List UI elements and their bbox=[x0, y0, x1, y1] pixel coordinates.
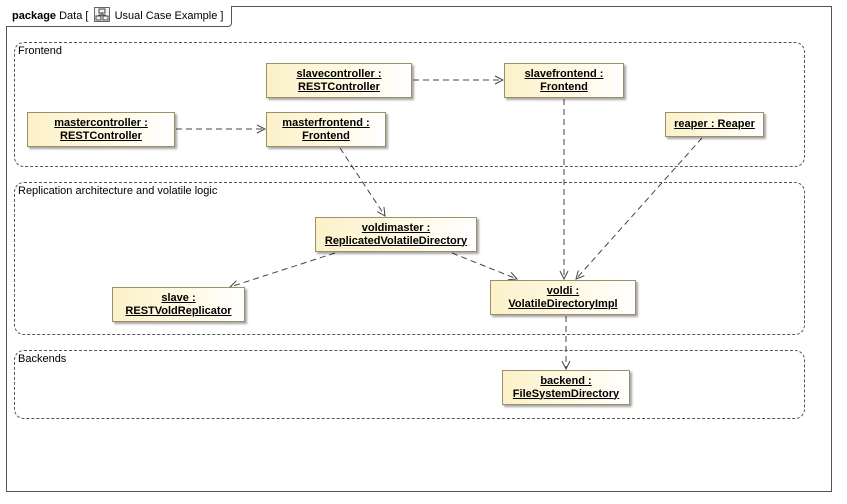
node-voldi-type: VolatileDirectoryImpl bbox=[508, 297, 618, 310]
region-backends-label: Backends bbox=[18, 353, 67, 365]
node-slave-name: slave : bbox=[161, 291, 196, 304]
node-voldimaster-name: voldimaster : bbox=[361, 221, 431, 234]
node-slave[interactable]: slave : RESTVoldReplicator bbox=[112, 287, 245, 322]
node-voldi-name: voldi : bbox=[546, 284, 580, 297]
node-slavecontroller-name: slavecontroller : bbox=[296, 67, 382, 80]
edge-masterfrontend-to-voldimaster bbox=[339, 147, 385, 216]
node-mastercontroller-type: RESTController bbox=[60, 129, 142, 142]
node-slavefrontend[interactable]: slavefrontend : Frontend bbox=[504, 63, 624, 98]
region-backends bbox=[14, 350, 805, 419]
node-masterfrontend[interactable]: masterfrontend : Frontend bbox=[266, 112, 386, 147]
node-voldimaster[interactable]: voldimaster : ReplicatedVolatileDirector… bbox=[315, 217, 477, 252]
region-frontend-label: Frontend bbox=[18, 45, 63, 57]
node-backend-type: FileSystemDirectory bbox=[512, 387, 620, 400]
node-masterfrontend-type: Frontend bbox=[302, 129, 350, 142]
class-diagram-icon bbox=[93, 7, 110, 22]
package-name: Data bbox=[59, 10, 83, 22]
node-mastercontroller[interactable]: mastercontroller : RESTController bbox=[27, 112, 175, 147]
region-replication bbox=[14, 182, 805, 335]
node-masterfrontend-name: masterfrontend : bbox=[282, 116, 370, 129]
edge-reaper-to-voldi bbox=[576, 137, 703, 279]
node-slave-type: RESTVoldReplicator bbox=[125, 304, 232, 317]
node-slavefrontend-type: Frontend bbox=[540, 80, 588, 93]
node-backend[interactable]: backend : FileSystemDirectory bbox=[502, 370, 630, 405]
node-slavecontroller-type: RESTController bbox=[298, 80, 380, 93]
node-reaper-name: reaper : Reaper bbox=[674, 118, 755, 130]
diagram-title: Usual Case Example bbox=[114, 10, 218, 22]
node-backend-name: backend : bbox=[540, 374, 592, 387]
package-keyword: package bbox=[12, 10, 57, 22]
node-reaper[interactable]: reaper : Reaper bbox=[665, 112, 764, 137]
node-voldimaster-type: ReplicatedVolatileDirectory bbox=[324, 234, 468, 247]
node-voldi[interactable]: voldi : VolatileDirectoryImpl bbox=[490, 280, 636, 315]
node-slavefrontend-name: slavefrontend : bbox=[524, 67, 604, 80]
region-frontend bbox=[14, 42, 805, 167]
edge-voldimaster-to-voldi bbox=[451, 252, 517, 279]
diagram-header-tab: package Data [ Usual Case Example ] bbox=[6, 6, 233, 27]
node-slavecontroller[interactable]: slavecontroller : RESTController bbox=[266, 63, 412, 98]
edge-voldimaster-to-slave bbox=[230, 252, 336, 287]
region-replication-label: Replication architecture and volatile lo… bbox=[18, 185, 218, 197]
node-mastercontroller-name: mastercontroller : bbox=[54, 116, 148, 129]
